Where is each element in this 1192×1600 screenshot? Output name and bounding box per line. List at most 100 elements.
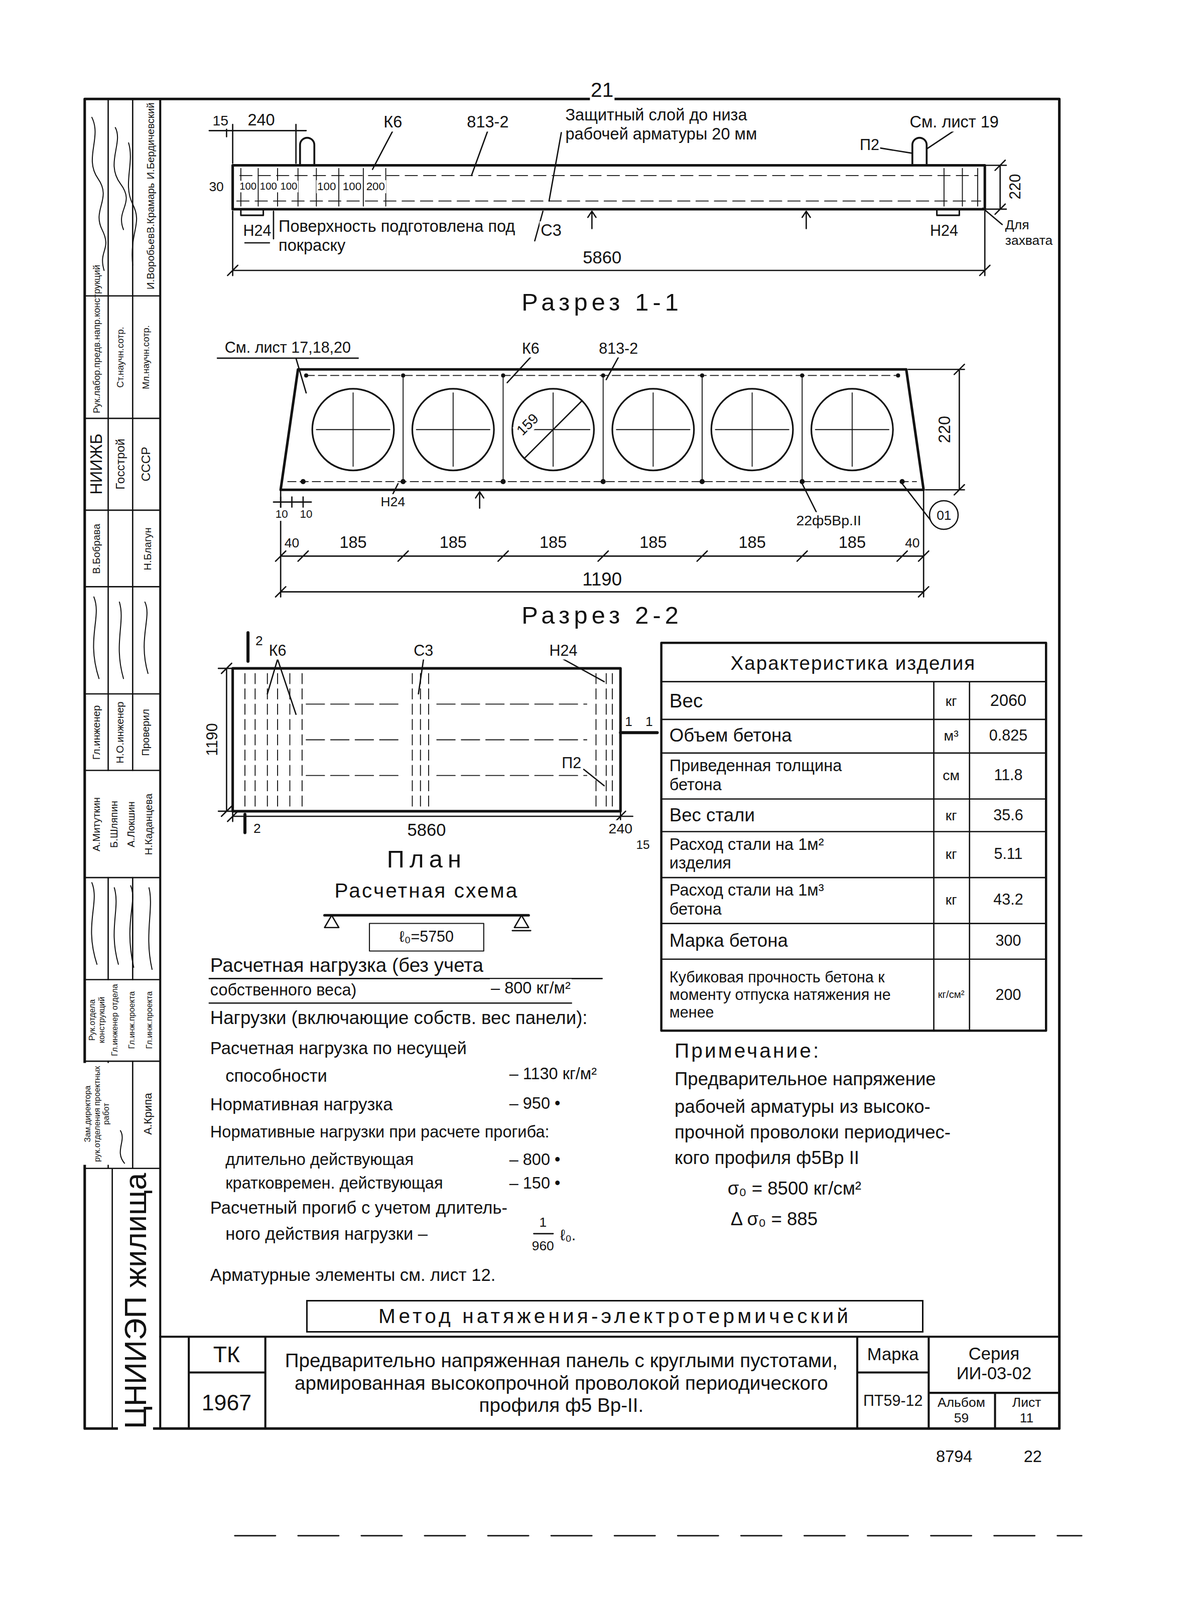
- stamp-role: Ст.научн.сотр.: [114, 325, 126, 389]
- part-mark: С3: [539, 221, 563, 240]
- part-mark: С3: [412, 642, 435, 660]
- dimension-lines: [218, 663, 633, 822]
- dimension: 185: [338, 533, 368, 553]
- dimension: 185: [538, 533, 568, 553]
- load-note: собственного веса): [209, 981, 358, 1001]
- part-mark: П2: [858, 136, 881, 154]
- table-cell: кг/см²: [937, 989, 966, 1001]
- organization-name: НИИЖБ: [87, 432, 106, 496]
- dimension: 185: [638, 533, 668, 553]
- table-cell: Расход стали на 1м³ бетона: [668, 881, 840, 919]
- title-block-cell: Альбом 59: [932, 1395, 991, 1426]
- section-marks: [244, 632, 657, 834]
- stamp-name: Б.Шляпин: [108, 800, 120, 850]
- section-title: Разрез 1-1: [520, 288, 684, 317]
- node-text: 01: [936, 507, 952, 523]
- fraction-part: 1: [538, 1215, 548, 1231]
- table-grid: [661, 682, 1047, 1032]
- dimension-lines: [985, 160, 1007, 215]
- stamp-name: А.Локшин: [125, 800, 138, 849]
- panel-section: [280, 369, 924, 490]
- frame-bars: [403, 375, 803, 482]
- dimension: 159: [512, 409, 543, 440]
- table-header: Характеристика изделия: [729, 651, 978, 675]
- note-text: Δ σ₀ = 885: [729, 1209, 819, 1231]
- title-block-cell: ПТ59-12: [862, 1392, 924, 1410]
- mesh-lines: [287, 375, 917, 482]
- load-note: Нагрузки (включающие собств. вес панели)…: [209, 1007, 589, 1029]
- method-box: Метод натяжения-электротермический: [306, 1300, 924, 1334]
- dimension-lines: [275, 489, 929, 598]
- table-cell: 35.6: [992, 806, 1024, 825]
- underlines: [209, 978, 603, 1004]
- section-mark: 2: [254, 633, 264, 649]
- stamp-role: Рук.отдела конструкций: [87, 981, 106, 1061]
- panel-elevation: [232, 165, 986, 209]
- load-note: ного действия нагрузки –: [224, 1225, 429, 1246]
- table-cell: Кубиковая прочность бетона к моменту отп…: [668, 968, 926, 1022]
- note-text: прочной проволоки периодичес-: [673, 1122, 952, 1144]
- table-cell: Приведенная толщина бетона: [668, 756, 850, 795]
- stamp-name: Н.Каданцева: [143, 792, 155, 857]
- load-note: Расчетный прогиб с учетом длитель-: [209, 1198, 509, 1219]
- note-text: рабочей арматуры из высоко-: [673, 1096, 932, 1118]
- table-cell: Марка бетона: [668, 930, 789, 952]
- dimension: 100: [316, 180, 337, 194]
- archive-number: 22: [1022, 1447, 1043, 1467]
- dimension: 10: [299, 507, 314, 521]
- table-cell: Вес: [668, 690, 705, 713]
- load-note: Расчетная нагрузка (без учета: [209, 954, 485, 977]
- note-text: кого профиля ф5Вр II: [673, 1147, 861, 1169]
- load-note: кратковремен. действующая: [224, 1174, 444, 1194]
- table-cell: кг: [944, 693, 959, 710]
- view-title: Расчетная схема: [333, 879, 520, 903]
- stamp-role: Мл.научн.сотр.: [140, 324, 152, 391]
- hidden-bars: [244, 673, 613, 807]
- dimension: 40: [903, 535, 921, 551]
- stamp-role: Н.О.инженер: [114, 700, 126, 765]
- organization-name: ЦНИИЭП жилища: [117, 1171, 154, 1430]
- note-text: Для захвата: [1004, 217, 1058, 248]
- stamp-role: Гл.инженер: [90, 704, 103, 762]
- cut-line: [234, 1535, 1083, 1538]
- table-cell: 5.11: [992, 845, 1024, 863]
- note-text: Защитный слой до низа рабочей арматуры 2…: [564, 105, 797, 144]
- dimension: 240: [246, 110, 276, 130]
- stamp-name: Н.Благун: [142, 526, 154, 572]
- void-centerlines: [316, 392, 889, 467]
- dimension: 40: [283, 535, 301, 551]
- part-mark: 813-2: [465, 112, 510, 132]
- section-mark: 1: [623, 713, 634, 729]
- frame-line: [159, 98, 162, 1429]
- dimension: 15: [211, 112, 230, 129]
- stamp-role: Гл.инж.проекта: [144, 990, 155, 1051]
- stamp-name: В.Бобрава: [90, 522, 103, 576]
- part-mark: К6: [520, 340, 541, 358]
- dimension: 100: [258, 180, 279, 193]
- reference-note: Арматурные элементы см. лист 12.: [209, 1265, 497, 1286]
- voids: [312, 388, 893, 471]
- dimension: 240: [607, 820, 634, 838]
- organization-name: Госстрой: [113, 437, 128, 491]
- rebar-lines: [236, 175, 981, 202]
- node-text: Метод натяжения-электротермический: [378, 1304, 852, 1329]
- part-mark: Н24: [548, 642, 579, 660]
- fraction-part: 960: [531, 1238, 556, 1254]
- dimension: 1190: [581, 569, 623, 591]
- dimension: 220: [935, 415, 955, 445]
- table-cell: Объем бетона: [668, 725, 793, 747]
- table-cell: кг: [944, 807, 959, 824]
- stamp-name: В.Крамарь: [145, 181, 157, 235]
- sheet-reference: См. лист 17,18,20: [223, 339, 352, 357]
- table-cell: 11.8: [992, 766, 1024, 785]
- load-note: Нормативные нагрузки при расчете прогиба…: [209, 1123, 551, 1142]
- dimension: 185: [438, 533, 468, 553]
- page-number: 21: [589, 78, 615, 102]
- load-value: – 150 •: [508, 1174, 562, 1194]
- dimension: 220: [1006, 173, 1025, 201]
- embedded-parts: [240, 209, 960, 216]
- stamp-role: Гл.инж.проекта: [126, 990, 137, 1051]
- load-note: Нормативная нагрузка: [209, 1095, 394, 1116]
- circle-outline: [929, 500, 959, 530]
